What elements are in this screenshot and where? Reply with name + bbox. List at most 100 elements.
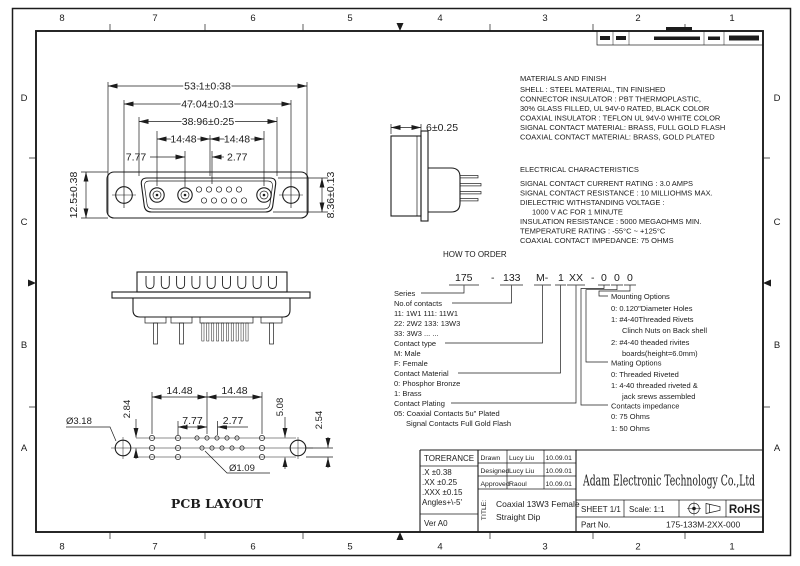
- dim-shell-height: 12.5±0.38: [68, 172, 80, 219]
- electrical-line: INSULATION RESISTANCE : 5000 MEGAOHMS MI…: [520, 217, 701, 226]
- order-title: HOW TO ORDER: [443, 250, 507, 259]
- pcb-coax-holes: [149, 435, 265, 460]
- grid-col-top: 4: [437, 13, 442, 24]
- company-name: Adam Electronic Technology Co.,Ltd: [582, 472, 755, 490]
- order-right-line: Mating Options: [611, 359, 662, 368]
- order-left-line: Contact type: [394, 339, 436, 348]
- tolerance-title: TORERANCE: [424, 454, 474, 463]
- mini-title-strip: [596, 27, 764, 46]
- approval-date: 10.09.01: [546, 455, 573, 462]
- electrical-title: ELECTRICAL CHARACTERISTICS: [520, 165, 639, 174]
- order-right-line: boards(height=6.0mm): [622, 349, 698, 358]
- grid-row-left: D: [21, 93, 28, 104]
- grid-col-top: 1: [729, 13, 734, 24]
- order-code-seg-3: M-: [536, 272, 549, 284]
- order-right-line: 1: #4-40Threaded Rivets: [611, 315, 694, 324]
- rohs-badge: RoHS: [729, 504, 761, 516]
- electrical-line: SIGNAL CONTACT CURRENT RATING : 3.0 AMPS: [520, 179, 693, 188]
- dim-dshell-width: 38.96±0.25: [182, 116, 235, 128]
- pcb-dim-254: 2.54: [314, 411, 325, 430]
- center-mark-left-icon: [28, 279, 36, 287]
- materials-line: CONNECTOR INSULATOR : PBT THERMOPLASTIC,: [520, 95, 701, 104]
- center-mark-top-icon: [396, 23, 404, 31]
- order-left-line: 0: Phosphor Bronze: [394, 379, 460, 388]
- approval-name: Lucy Liu: [509, 468, 535, 475]
- tolerance-row: .XX ±0.25: [422, 478, 458, 487]
- order-right-line: Clinch Nuts on Back shell: [622, 326, 707, 335]
- order-code-seg-7: 0: [601, 272, 607, 284]
- grid-row-left: C: [21, 217, 28, 228]
- approval-name: Lucy Liu: [509, 455, 535, 462]
- order-left-line: F: Female: [394, 359, 428, 368]
- pcb-dim-508: 5.08: [275, 398, 286, 417]
- grid-col-bottom: 7: [152, 542, 157, 553]
- grid-col-top: 8: [59, 13, 64, 24]
- pcb-dim-777: 7.77: [182, 415, 203, 427]
- pcb-dim-277: 2.77: [223, 415, 244, 427]
- pcb-dim-14-left: 14.48: [166, 385, 192, 397]
- order-right-line: Contacts impedance: [611, 402, 679, 411]
- grid-row-right: C: [774, 217, 781, 228]
- side-view-pins: [459, 175, 482, 202]
- title-block: TORERANCE .X ±0.38 .XX ±0.25 .XXX ±0.15 …: [419, 449, 763, 532]
- order-left-line: M: Male: [394, 349, 421, 358]
- order-code-seg-4: 1: [558, 272, 564, 284]
- grid-col-top: 7: [152, 13, 157, 24]
- dim-coax-pitch-left: 14.48: [170, 134, 196, 146]
- dim-hole-span: 47.04±0.13: [181, 99, 234, 111]
- part-no-value: 175-133M-2XX-000: [666, 520, 740, 530]
- order-right-line: jack srews assembled: [621, 392, 695, 401]
- order-section: HOW TO ORDER 175 - 133 M- 1 XX - 0 0 0 S…: [394, 250, 707, 433]
- materials-line: COAXIAL CONTACT MATERIAL: BRASS, GOLD PL…: [520, 133, 715, 142]
- pcb-signal-holes: [194, 435, 245, 451]
- rear-view-pins: [144, 316, 283, 345]
- electrical-section: ELECTRICAL CHARACTERISTICS SIGNAL CONTAC…: [520, 165, 713, 245]
- order-right-line: 1: 4-40 threaded riveted &: [611, 381, 698, 390]
- approval-role: Drawn: [481, 455, 501, 462]
- dim-front-depth: 6±0.25: [426, 122, 458, 134]
- version-label: Ver A0: [424, 519, 448, 528]
- order-right-line: 0: Threaded Riveted: [611, 370, 679, 379]
- order-left-line: Contact Plating: [394, 399, 445, 408]
- approval-name: Raoul: [509, 481, 527, 488]
- pcb-hole-diameter: Ø3.18: [66, 416, 92, 427]
- order-code-seg-5: XX: [569, 272, 583, 284]
- electrical-line: DIELECTRIC WITHSTANDING VOLTAGE :: [520, 198, 665, 207]
- pcb-layout: 14.48 14.48 7.77 2.77 2.84 5.08 2.54 Ø3.…: [66, 384, 333, 511]
- grid-col-bottom: 6: [250, 542, 255, 553]
- materials-line: COAXIAL INSULATOR : TEFLON UL 94V-0 WHIT…: [520, 114, 721, 123]
- dim-pin-pitch: 2.77: [227, 152, 248, 164]
- approval-role: Approved: [481, 481, 510, 488]
- order-right-line: Mounting Options: [611, 292, 670, 301]
- order-code-seg-0: 175: [455, 272, 473, 284]
- materials-line: SHELL : STEEL MATERIAL, TIN FINISHED: [520, 85, 666, 94]
- scale-label: Scale: 1:1: [629, 505, 665, 514]
- center-mark-right-icon: [763, 279, 771, 287]
- grid-col-top: 5: [347, 13, 352, 24]
- materials-section: MATERIALS AND FINISH SHELL : STEEL MATER…: [520, 74, 725, 142]
- drawing-title-line1: Coaxial 13W3 Female: [496, 499, 580, 509]
- order-code-seg-9: 0: [627, 272, 633, 284]
- order-left-line: 1: Brass: [394, 389, 422, 398]
- approval-role: Designed: [481, 468, 510, 475]
- pcb-dim-284: 2.84: [122, 400, 133, 419]
- grid-col-top: 3: [542, 13, 547, 24]
- electrical-line: TEMPERATURE RATING : -55°C ~ +125°C: [520, 227, 666, 236]
- electrical-line: SIGNAL CONTACT RESISTANCE : 10 MILLIOHMS…: [520, 189, 713, 198]
- electrical-line: 1000 V AC FOR 1 MINUTE: [532, 208, 623, 217]
- coax-contacts: [149, 187, 272, 203]
- order-right-line: 2: #4-40 theaded rivites: [611, 338, 690, 347]
- electrical-line: COAXIAL CONTACT IMPEDANCE: 75 OHMS: [520, 236, 674, 245]
- grid-col-bottom: 4: [437, 542, 442, 553]
- center-mark-bottom-icon: [396, 532, 404, 540]
- grid-col-bottom: 2: [635, 542, 640, 553]
- title-label: TITLE:: [481, 500, 488, 521]
- materials-line: SIGNAL CONTACT MATERIAL: BRASS, FULL GOL…: [520, 123, 725, 132]
- signal-contacts: [195, 186, 248, 204]
- tolerance-row: .X ±0.38: [422, 468, 452, 477]
- grid-row-left: A: [21, 443, 28, 454]
- approval-date: 10.09.01: [546, 481, 573, 488]
- order-code-seg-8: 0: [614, 272, 620, 284]
- order-left-line: Signal Contacts Full Gold Flash: [406, 419, 511, 428]
